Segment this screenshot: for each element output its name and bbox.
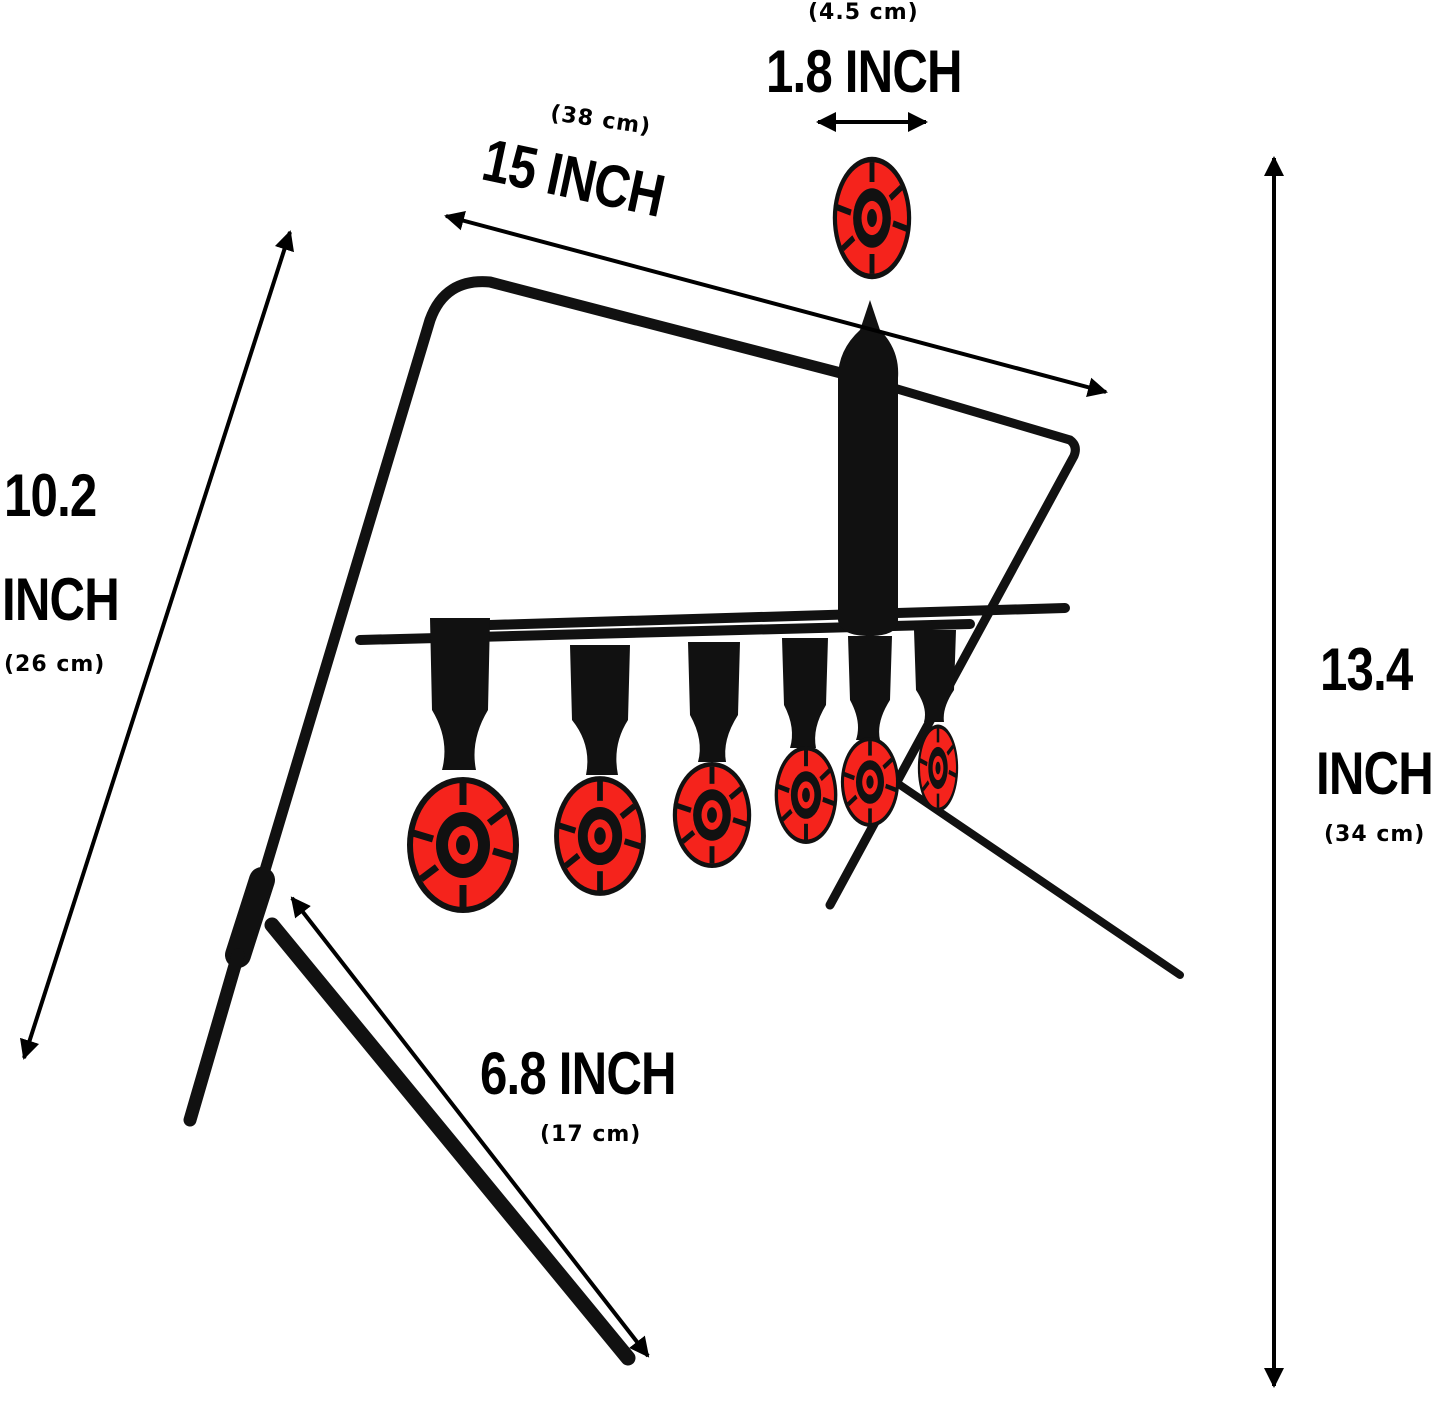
total-height-unit-label: INCH	[1316, 740, 1434, 807]
total-height-cm-label: (34 cm)	[1324, 822, 1426, 847]
hanging-target-4	[775, 638, 838, 844]
hanging-targets	[407, 618, 958, 913]
dimension-arrows	[19, 112, 1284, 1388]
arrow-frame-width	[444, 210, 1108, 398]
center-post	[838, 300, 899, 636]
arrow-frame-height	[19, 230, 295, 1060]
frame-height-unit-label: INCH	[2, 566, 120, 633]
arrow-leg-length	[290, 896, 650, 1358]
target-width-cm-label: (4.5 cm)	[808, 0, 919, 25]
hanging-target-6	[914, 630, 958, 812]
stand-frame	[256, 276, 1184, 979]
leg-length-cm-label: (17 cm)	[540, 1122, 642, 1147]
top-target	[833, 157, 911, 279]
hanging-target-1	[407, 618, 519, 913]
leg-length-inch-label: 6.8 INCH	[480, 1040, 677, 1107]
hanging-target-2	[554, 645, 646, 896]
hanging-target-5	[841, 636, 899, 827]
frame-height-cm-label: (26 cm)	[4, 652, 106, 677]
front-legs	[183, 867, 636, 1366]
target-width-inch-label: 1.8 INCH	[766, 38, 963, 105]
frame-height-value-label: 10.2	[4, 462, 97, 529]
total-height-value-label: 13.4	[1320, 636, 1413, 703]
hanging-target-3	[673, 642, 751, 868]
